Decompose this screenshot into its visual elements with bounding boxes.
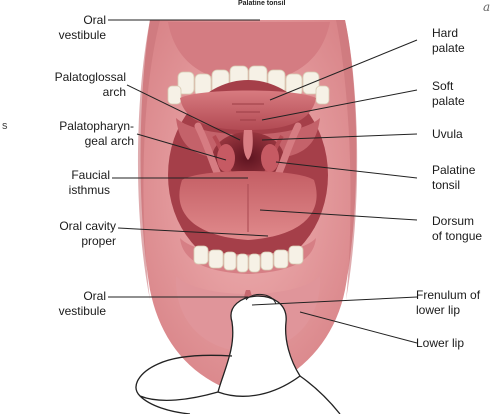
edge-mark-top-right: a [483,0,490,14]
label-oral-cavity-proper: Oral cavity proper [34,219,116,249]
label-palatopharyngeal-arch: Palatopharyn- geal arch [22,119,134,149]
top-label: Palatine tonsil [238,0,285,7]
label-soft-palate: Soft palate [432,79,492,109]
label-oral-vestibule-upper: Oral vestibule [38,13,106,43]
label-faucial-isthmus: Faucial isthmus [40,168,110,198]
label-palatine-tonsil: Palatine tonsil [432,163,494,193]
label-oral-vestibule-lower: Oral vestibule [38,289,106,319]
label-dorsum-of-tongue: Dorsum of tongue [432,214,496,244]
edge-mark-left: s [2,120,8,132]
label-hard-palate: Hard palate [432,26,492,56]
tonsil-right [261,144,279,172]
label-frenulum-of-lower-lip: Frenulum of lower lip [416,288,496,318]
label-lower-lip: Lower lip [416,336,494,351]
label-uvula: Uvula [432,127,492,142]
label-palatoglossal-arch: Palatoglossal arch [24,70,126,100]
